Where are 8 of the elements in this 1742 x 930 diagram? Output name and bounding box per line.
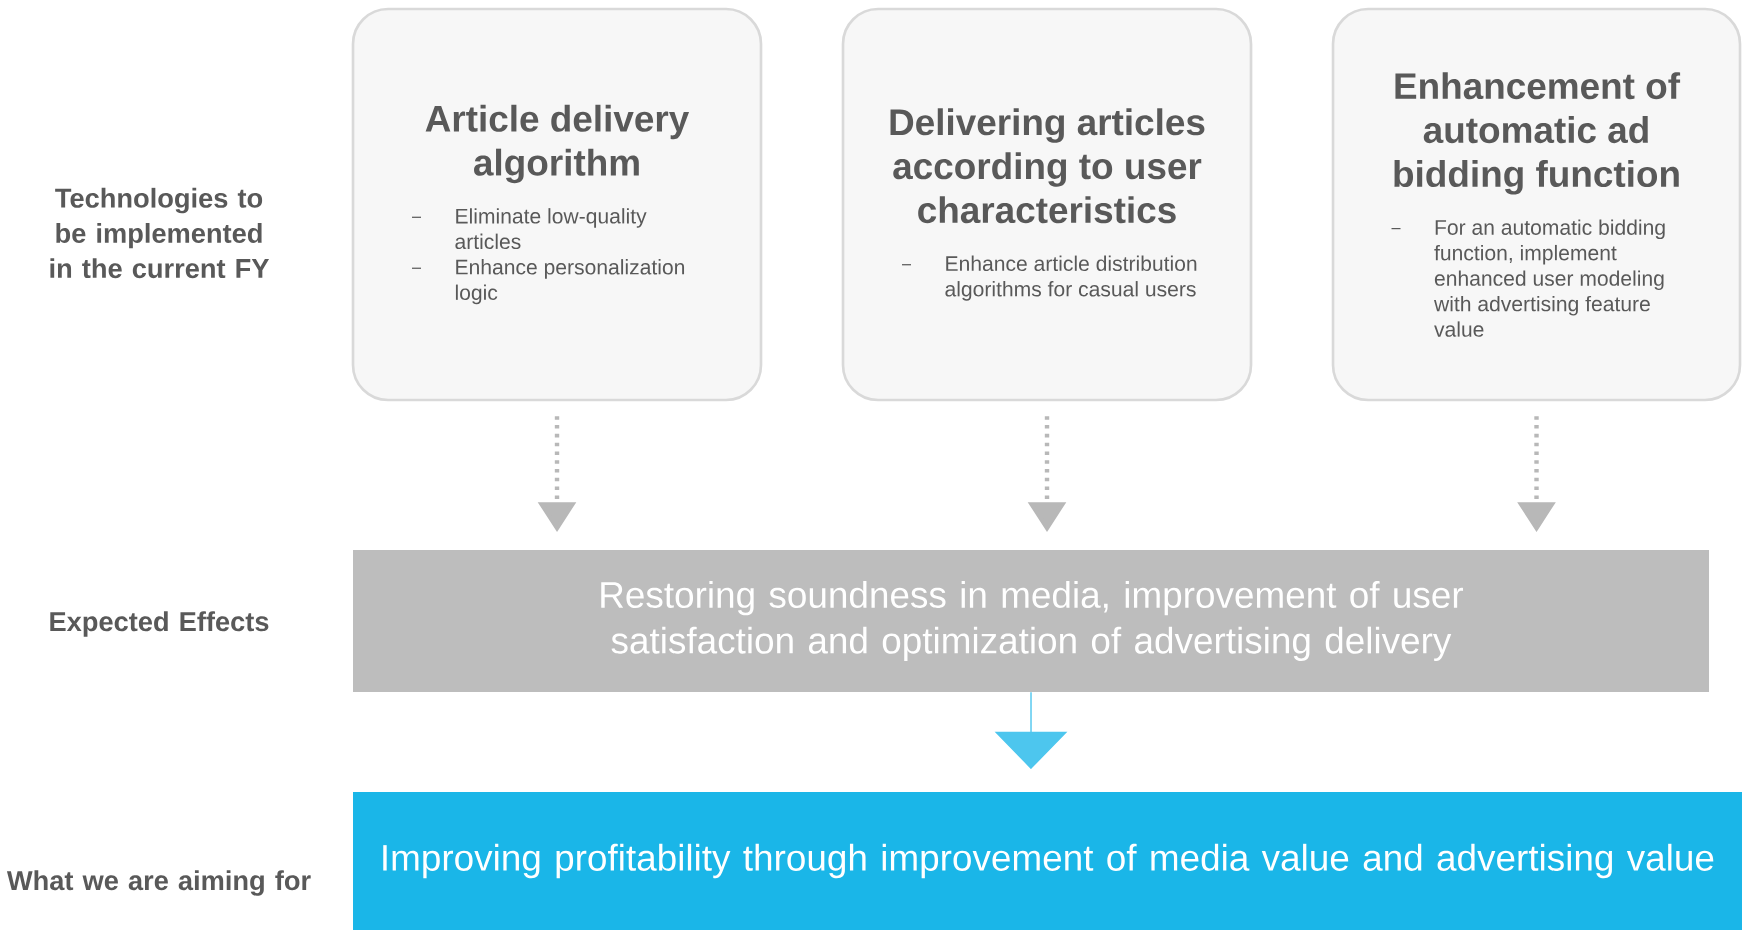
banner-band: Improving profitability through improvement of media value and advertising value	[353, 792, 1742, 930]
row-label: Expected Effects	[50, 611, 269, 637]
row-label: What we are aiming for	[6, 870, 311, 896]
rounded-box: Article delivery algorithm Eliminate low-quality articles Enhance personalization logic	[351, 7, 763, 402]
rounded-box: Delivering articles according to user characteristics Enhance article distribution algorithms for casual users	[841, 7, 1253, 402]
row-label: Technologies to be implemented in the current FY	[50, 187, 269, 279]
banner-band: Restoring soundness in media, improvement of user satisfaction and optimization of advertising delivery	[353, 550, 1709, 692]
rounded-box: Enhancement of automatic ad bidding function For an automatic bidding function, implement enhanced user modeling with advertising feature value	[1331, 7, 1742, 402]
